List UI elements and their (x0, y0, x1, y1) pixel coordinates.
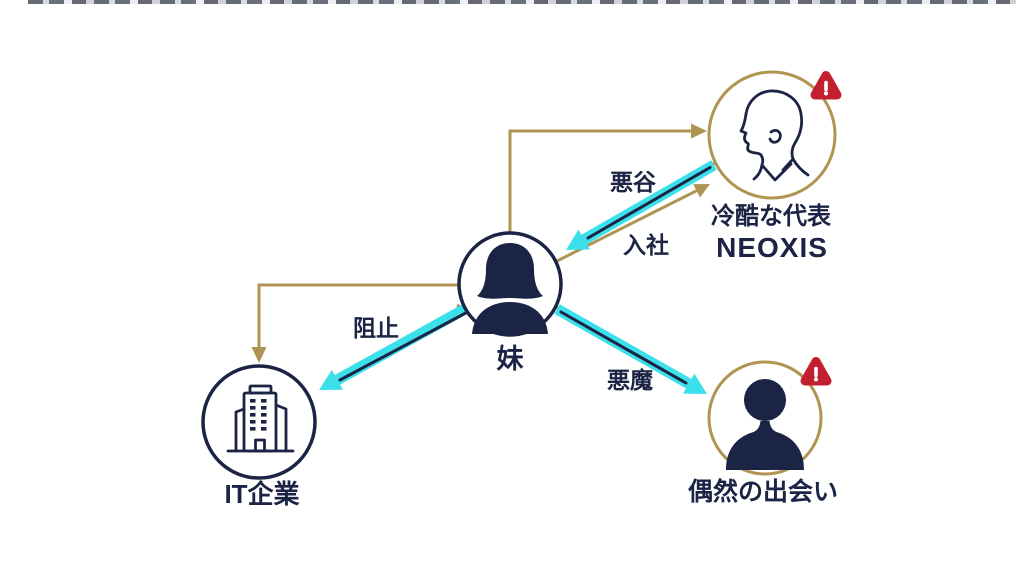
man-silhouette-icon (726, 379, 804, 470)
woman-silhouette-icon (472, 243, 548, 334)
edge-sister-to-itcompany-elbow-arrow (251, 283, 459, 363)
edge-neoxis-to-sister-cyan-arrow (566, 160, 717, 250)
cropped-top-edge-artifact (28, 0, 1016, 4)
edge-sister-to-neoxis-elbow-arrow (508, 123, 707, 233)
node-neoxis-label: 冷酷な代表 (711, 203, 831, 230)
node-neoxis-ring (707, 70, 837, 200)
node-itcompany-label: IT企業 (224, 479, 300, 509)
edge-sister-to-encounter-cyan-arrow (554, 304, 707, 394)
node-neoxis-sublabel: NEOXIS (716, 232, 828, 263)
edge-label-demon: 悪魔 (607, 367, 653, 393)
man-profile-icon (739, 89, 810, 182)
edge-label-block: 阻止 (353, 315, 399, 341)
node-encounter-label: 偶然の出会い (687, 478, 839, 506)
warning-icon (810, 71, 842, 100)
warning-icon (800, 357, 832, 386)
office-building-icon (226, 384, 295, 453)
edge-label-join-company: 入社 (623, 232, 669, 258)
node-itcompany-ring (201, 364, 317, 480)
edge-sister-to-itcompany-cyan-arrow (319, 304, 470, 390)
node-sister-label: 妹 (496, 344, 524, 374)
edge-label-akutani: 悪谷 (610, 169, 656, 195)
